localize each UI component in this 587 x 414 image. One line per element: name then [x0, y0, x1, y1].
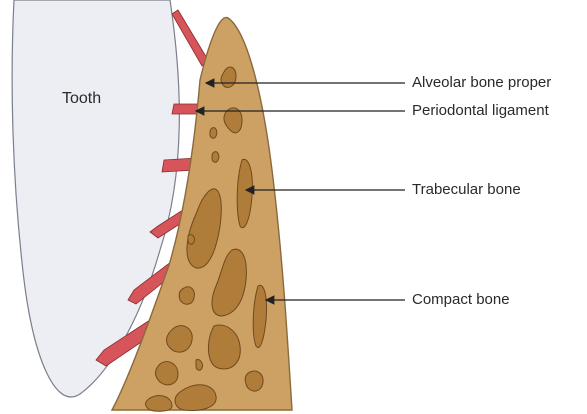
- label-alveolar-bone-proper: Alveolar bone proper: [412, 75, 551, 90]
- label-periodontal-ligament: Periodontal ligament: [412, 103, 549, 118]
- marrow-space: [245, 371, 263, 391]
- marrow-space: [179, 287, 194, 305]
- label-compact-bone: Compact bone: [412, 292, 510, 307]
- marrow-space: [212, 152, 219, 163]
- marrow-space: [188, 235, 195, 244]
- ligament-fiber: [172, 10, 208, 66]
- marrow-space: [156, 362, 179, 385]
- label-trabecular-bone: Trabecular bone: [412, 182, 521, 197]
- marrow-space: [210, 128, 217, 139]
- tooth-label: Tooth: [62, 91, 101, 107]
- marrow-space: [146, 396, 173, 412]
